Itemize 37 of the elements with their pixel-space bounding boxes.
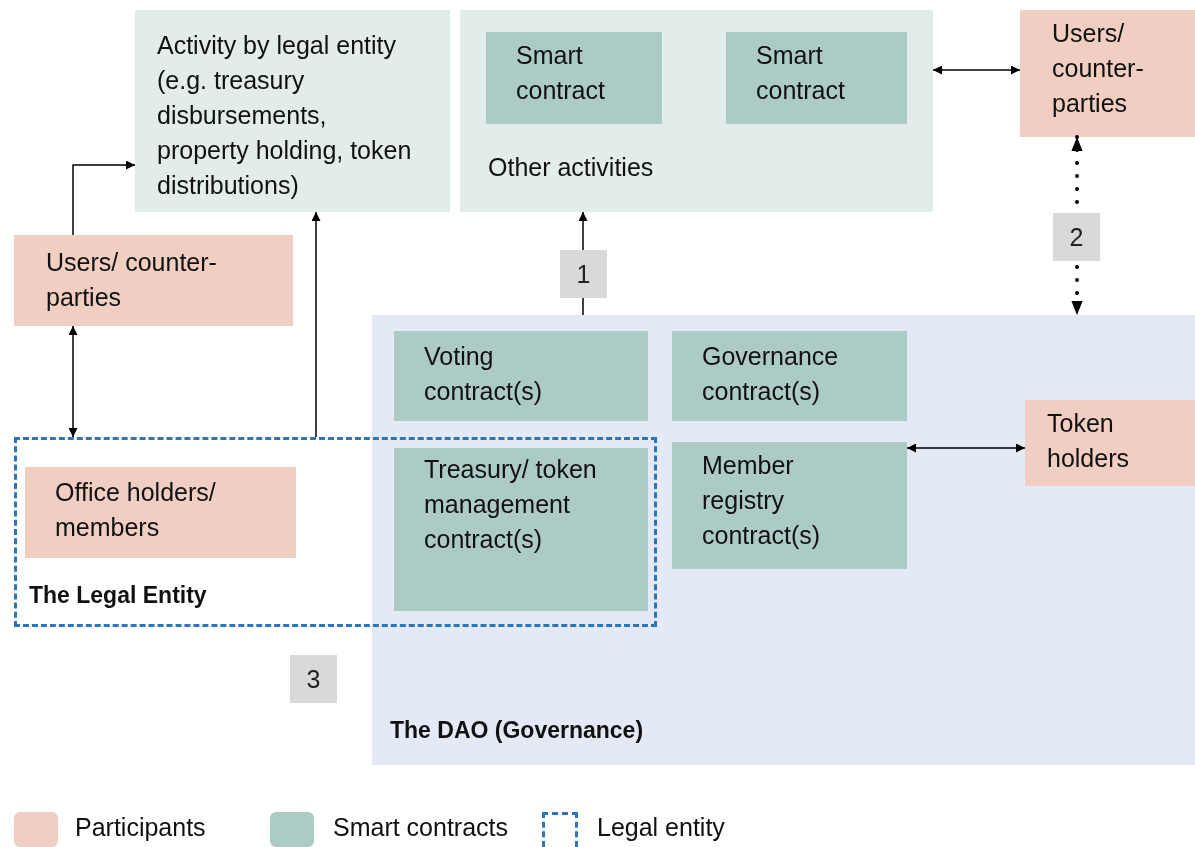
edge-label: 2: [1053, 213, 1100, 261]
participant-box: [14, 235, 293, 326]
node-text: Member registry contract(s): [702, 450, 822, 551]
legend-label: Participants: [75, 813, 206, 842]
arrow: [72, 160, 136, 236]
node-text: Office holders/ members: [55, 477, 217, 543]
contract-box: [726, 32, 907, 124]
node-text: Treasury/ token management contract(s): [424, 454, 598, 555]
participant-box: [1025, 400, 1195, 486]
participant-box: [1020, 10, 1195, 137]
contract-box: [394, 448, 648, 611]
node-text: Smart contract: [756, 40, 846, 106]
node-text: Voting contract(s): [424, 341, 544, 407]
contract-box: [672, 331, 907, 421]
contract-box: [394, 331, 648, 421]
node-text: Token holders: [1047, 408, 1130, 474]
node-text: Smart contract: [516, 40, 606, 106]
participant-box: [25, 467, 296, 558]
group-title: The Legal Entity: [29, 581, 208, 610]
group-title: The DAO (Governance): [390, 716, 645, 745]
edge-label: 1: [560, 250, 607, 298]
activity-group-box: [460, 10, 933, 212]
arrow: [906, 443, 1026, 453]
callout-number: 3: [290, 655, 337, 703]
legend-label: Legal entity: [597, 813, 725, 842]
node-text: Activity by legal entity (e.g. treasury disbursements, property holding, token distributions): [157, 30, 413, 201]
node-text: Users/ counter-parties: [1052, 18, 1145, 119]
legend-label: Smart contracts: [333, 813, 509, 842]
activity-box: [135, 10, 450, 212]
node-text: Other activities: [488, 152, 655, 183]
arrow: [68, 325, 78, 438]
contract-box: [486, 32, 662, 124]
node-text: Users/ counter-parties: [46, 247, 218, 313]
contract-box: [672, 442, 907, 569]
arrow: [932, 65, 1021, 75]
node-text: Governance contract(s): [702, 341, 840, 407]
arrow: [311, 211, 321, 438]
